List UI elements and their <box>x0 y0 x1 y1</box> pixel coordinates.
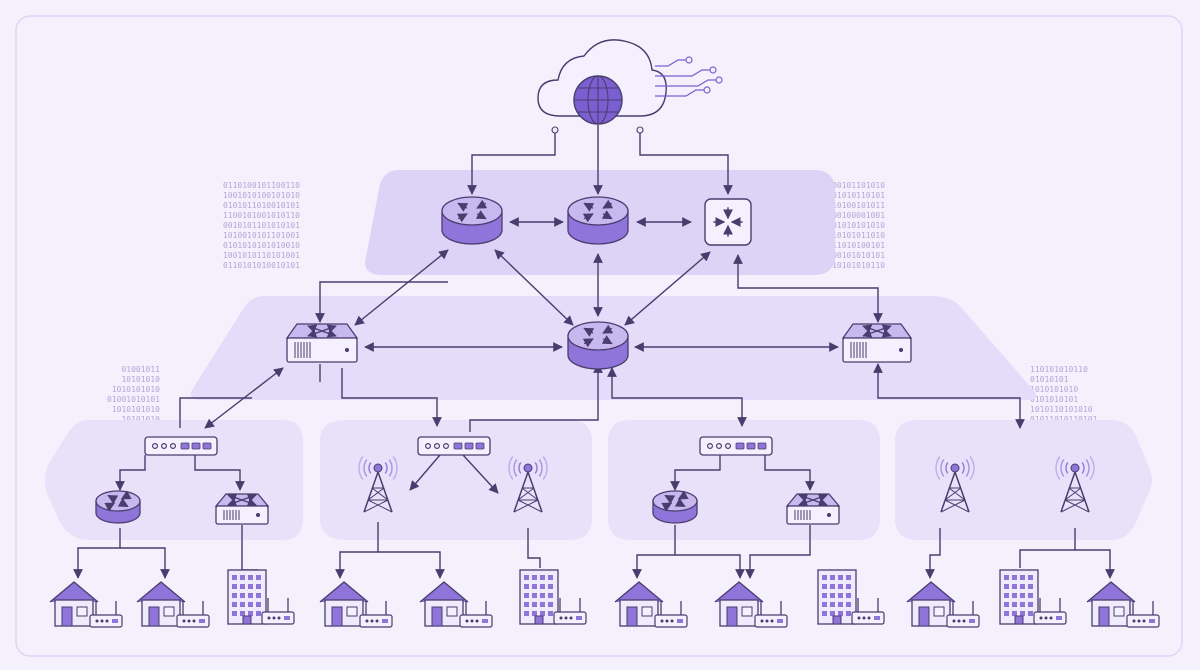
modem-icon <box>553 598 587 625</box>
switch-icon <box>214 493 270 525</box>
modem-icon <box>654 601 688 628</box>
diagram-frame <box>15 15 1183 657</box>
switch-icon <box>785 493 841 525</box>
office-building-icon <box>227 569 267 625</box>
switch-icon <box>285 323 359 363</box>
cloud-globe-icon <box>537 39 723 134</box>
office-building-icon <box>519 569 559 625</box>
network-link <box>1019 528 1076 568</box>
network-link <box>73 528 121 579</box>
network-link <box>341 368 442 427</box>
network-link <box>409 454 441 491</box>
network-link <box>925 528 941 579</box>
office-building-icon <box>817 569 857 625</box>
network-link <box>378 551 445 579</box>
cell-tower-icon <box>935 456 975 513</box>
house-icon <box>319 581 369 627</box>
modem-icon <box>851 598 885 625</box>
network-link <box>115 455 146 491</box>
network-link <box>675 554 745 579</box>
network-link <box>745 525 811 579</box>
network-link <box>469 363 603 432</box>
switch-icon <box>841 323 913 363</box>
modem-icon <box>754 601 788 628</box>
network-link <box>639 130 733 195</box>
house-icon <box>419 581 469 627</box>
network-link <box>315 281 448 323</box>
network-link <box>354 249 449 326</box>
network-link <box>527 528 541 568</box>
hub-icon <box>144 436 218 456</box>
network-links <box>73 125 1115 579</box>
network-link <box>632 525 676 579</box>
house-icon <box>136 581 186 627</box>
network-link <box>462 454 499 494</box>
router-icon <box>567 196 629 245</box>
office-building-icon <box>999 569 1039 625</box>
hub-icon <box>699 436 773 456</box>
house-icon <box>49 581 99 627</box>
network-link <box>670 455 721 491</box>
network-link <box>607 367 747 427</box>
modem-icon <box>176 601 210 628</box>
network-link <box>335 522 379 579</box>
network-link <box>873 363 1025 429</box>
modem-icon <box>946 601 980 628</box>
network-link <box>120 547 170 579</box>
cell-tower-icon <box>358 456 398 513</box>
network-link <box>467 130 556 195</box>
router-icon <box>95 490 141 524</box>
modem-icon <box>1033 598 1067 625</box>
layer3-switch-icon <box>704 198 752 246</box>
cell-tower-icon <box>1055 456 1095 513</box>
modem-icon <box>89 601 123 628</box>
network-link <box>179 397 252 428</box>
router-icon <box>441 196 503 245</box>
network-link <box>624 251 711 326</box>
network-link <box>1075 549 1115 579</box>
modem-icon <box>1126 601 1160 628</box>
house-icon <box>1086 581 1136 627</box>
network-link <box>194 455 245 491</box>
network-devices <box>49 39 1160 628</box>
modem-icon <box>261 598 295 625</box>
modem-icon <box>359 601 393 628</box>
network-link <box>733 254 883 323</box>
router-icon <box>652 490 698 524</box>
house-icon <box>714 581 764 627</box>
cell-tower-icon <box>508 456 548 513</box>
network-link <box>494 249 574 326</box>
house-icon <box>906 581 956 627</box>
modem-icon <box>459 601 493 628</box>
network-link <box>764 455 815 491</box>
hub-icon <box>417 436 491 456</box>
house-icon <box>614 581 664 627</box>
tier-access-band-4 <box>895 420 1152 540</box>
router-icon <box>567 321 629 370</box>
